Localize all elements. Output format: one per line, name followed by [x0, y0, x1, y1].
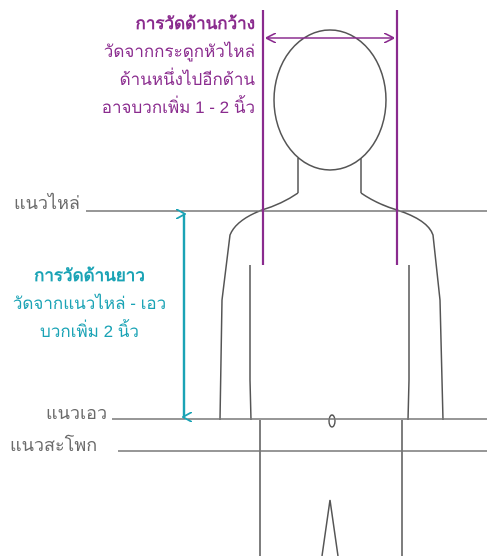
- width-measure-note: การวัดด้านกว้าง วัดจากกระดูกหัวไหล่ ด้าน…: [102, 10, 255, 122]
- navel: [328, 414, 336, 428]
- shoulder-line-label: แนวไหล่: [14, 193, 80, 213]
- waist-line-label: แนวเอว: [46, 403, 108, 423]
- length-measure-title: การวัดด้านยาว: [34, 266, 145, 285]
- hip-outline: [259, 420, 403, 556]
- hip-line-label: แนวสะโพก: [10, 435, 98, 455]
- length-measure-note: การวัดด้านยาว วัดจากแนวไหล่ - เอว บวกเพิ…: [2, 262, 177, 346]
- head-outline: [273, 29, 387, 171]
- width-measure-line3: อาจบวกเพิ่ม 1 - 2 นิ้ว: [101, 98, 255, 117]
- length-measure-line2: บวกเพิ่ม 2 นิ้ว: [40, 322, 139, 341]
- width-measure-line2: ด้านหนึ่งไปอีกด้าน: [119, 70, 255, 89]
- width-measure-line1: วัดจากกระดูกหัวไหล่: [103, 42, 255, 61]
- neck-outline: [297, 158, 362, 193]
- crotch-outline: [321, 499, 339, 556]
- inner-arm-outline: [249, 264, 410, 421]
- length-measure-line1: วัดจากแนวไหล่ - เอว: [12, 294, 167, 313]
- width-measure-title: การวัดด้านกว้าง: [135, 14, 255, 33]
